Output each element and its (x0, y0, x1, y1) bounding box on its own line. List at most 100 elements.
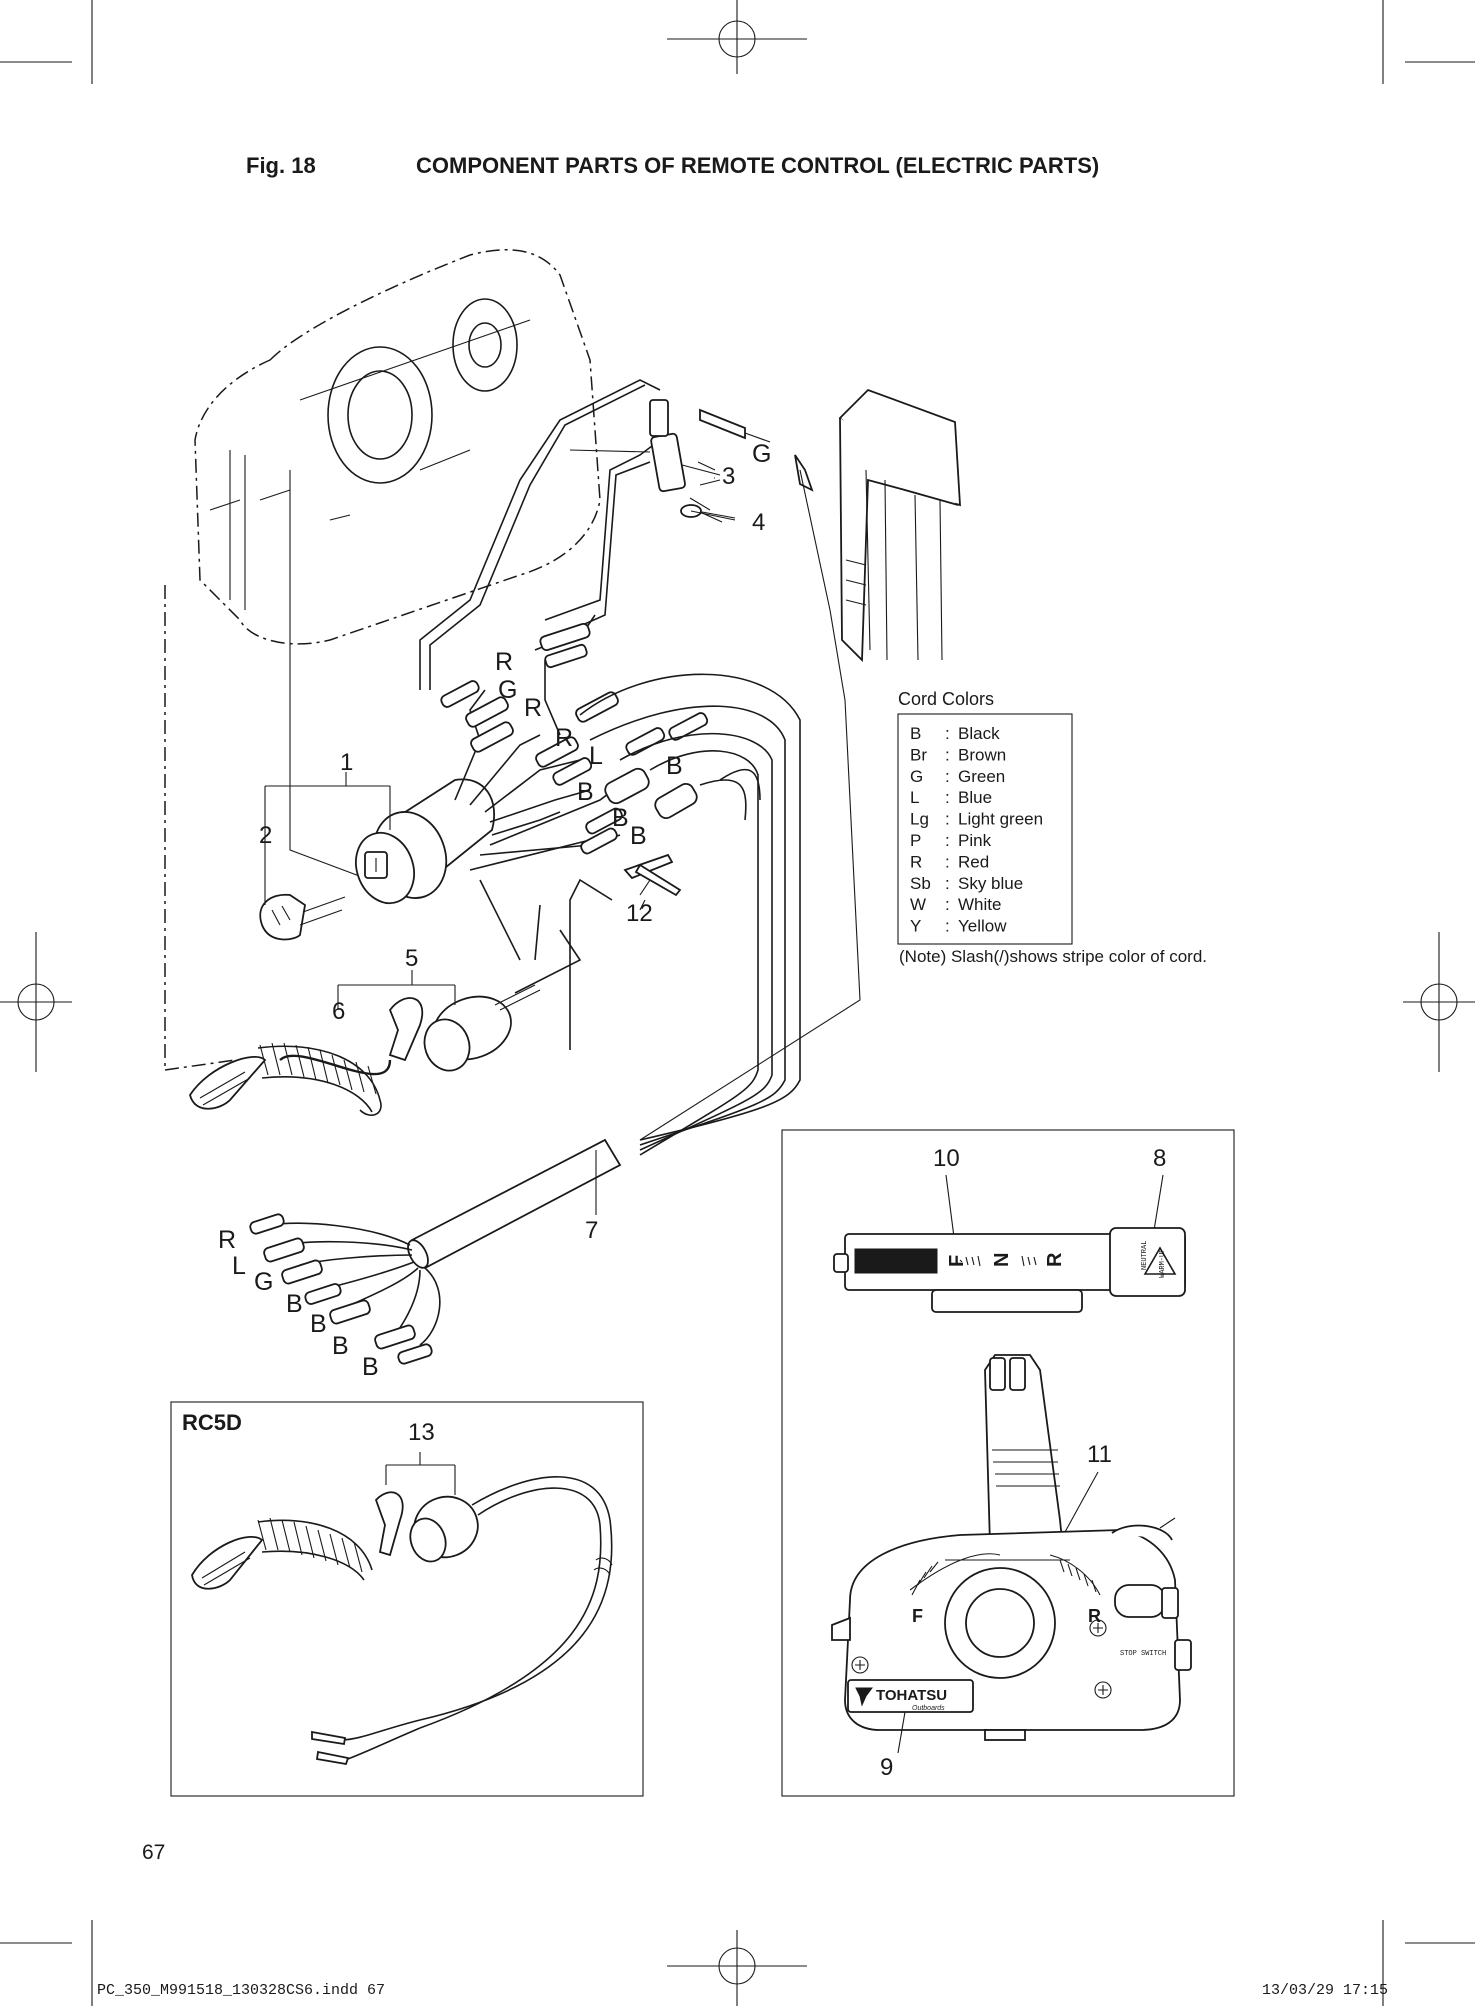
brand-sub: Outboards (912, 1705, 945, 1712)
switch-key (259, 893, 346, 941)
neutral-switch-assembly (419, 379, 861, 1141)
harness-connectors (249, 1213, 433, 1365)
wire-label: B (666, 752, 683, 780)
switch-wires (440, 660, 709, 1050)
harness-curves (579, 673, 801, 1156)
wire-label: B (630, 822, 647, 850)
inset-side-mount-frame (781, 1129, 1235, 1797)
leader-lines (264, 461, 736, 1215)
registration-mark-top (667, 0, 807, 74)
wire-label: B (286, 1290, 303, 1318)
wire-label: B (332, 1332, 349, 1360)
cord-color-color: Pink (958, 831, 992, 850)
cord-color-code: Lg (910, 810, 929, 829)
brand-name: TOHATSU (876, 1687, 947, 1704)
callout-12: 12 (626, 900, 653, 927)
callout-1: 1 (340, 749, 353, 776)
cord-colors-legend: Cord Colors B:BlackBr:BrownG:GreenL:Blue… (897, 689, 1207, 966)
callout-3: 3 (722, 463, 735, 490)
side-letter-f: F (912, 1606, 923, 1626)
remote-control-housing (164, 249, 601, 1071)
wire-label: B (362, 1353, 379, 1381)
callout-7: 7 (585, 1217, 598, 1244)
side-letter-r: R (1088, 1606, 1101, 1626)
cord-color-color: Yellow (958, 917, 1007, 936)
cord-color-color: White (958, 895, 1001, 914)
cord-color-code: G (910, 767, 923, 786)
gear-letter-f: F (946, 1255, 968, 1267)
engine-stop-switch (423, 929, 582, 1072)
cord-color-color: Blue (958, 788, 992, 807)
wire-label: R (495, 648, 513, 676)
cord-colors-title: Cord Colors (898, 689, 994, 709)
cord-color-sep: : (945, 724, 950, 743)
harness-sheath (269, 1138, 622, 1346)
neutral-label-1: NEUTRAL (1141, 1241, 1149, 1270)
cord-color-sep: : (945, 874, 950, 893)
footer-file: PC_350_M991518_130328CS6.indd 67 (97, 1982, 385, 1999)
lanyard-cord (189, 997, 424, 1116)
inset-rc5d-label: RC5D (182, 1410, 242, 1435)
wire-label: B (577, 778, 594, 806)
wire-label: G (254, 1268, 273, 1296)
registration-mark-bottom (667, 1930, 807, 2006)
wire-label: R (524, 694, 542, 722)
wire-label: L (589, 742, 603, 770)
cord-color-code: B (910, 724, 921, 743)
cord-color-code: Sb (910, 874, 931, 893)
cord-color-code: P (910, 831, 921, 850)
gear-letter-n: N (991, 1253, 1013, 1267)
callout-8: 8 (1153, 1145, 1166, 1172)
cable-tie (634, 863, 682, 897)
gear-letter-r: R (1044, 1252, 1066, 1267)
cord-color-code: L (910, 788, 919, 807)
figure-number: Fig. 18 (246, 153, 316, 178)
inset-side-mount: 10 8 F N R NEUTRAL WARM-UP (781, 1129, 1235, 1797)
cord-color-color: Green (958, 767, 1005, 786)
callout-2: 2 (259, 822, 272, 849)
wire-label: B (612, 804, 629, 832)
cord-color-sep: : (945, 810, 950, 829)
wire-label: G (498, 676, 517, 704)
cord-color-sep: : (945, 895, 950, 914)
cord-color-code: Y (910, 917, 921, 936)
stop-switch-label: STOP SWITCH (1120, 1650, 1166, 1658)
page-number: 67 (142, 1841, 165, 1864)
cord-colors-box (897, 713, 1073, 945)
cord-color-sep: : (945, 852, 950, 871)
callout-4: 4 (752, 509, 765, 536)
callout-11: 11 (1087, 1441, 1112, 1468)
wire-label: L (232, 1252, 246, 1280)
cord-color-code: W (910, 895, 926, 914)
registration-mark-left (0, 932, 72, 1072)
callout-9: 9 (880, 1754, 893, 1781)
indicator-plate: F N R NEUTRAL WARM-UP (833, 1227, 1186, 1313)
cord-color-sep: : (945, 767, 950, 786)
cord-color-sep: : (945, 745, 950, 764)
inset-rc5d: RC5D 13 (170, 1401, 644, 1797)
callout-10: 10 (933, 1145, 960, 1172)
cord-color-sep: : (945, 917, 950, 936)
cord-colors-note: (Note) Slash(/)shows stripe color of cor… (899, 947, 1207, 966)
wire-label: B (310, 1310, 327, 1338)
cord-color-color: Black (958, 724, 1000, 743)
cord-color-color: Light green (958, 810, 1043, 829)
figure-title: COMPONENT PARTS OF REMOTE CONTROL (ELECT… (416, 153, 1099, 178)
registration-mark-right (1403, 932, 1475, 1072)
cord-color-sep: : (945, 831, 950, 850)
cord-color-code: R (910, 852, 922, 871)
control-box: F R STOP SWITCH TOHATSU Outboards (831, 1354, 1192, 1741)
neutral-label-2: WARM-UP (1159, 1249, 1167, 1278)
wire-label: R (555, 724, 573, 752)
callout-5: 5 (405, 945, 418, 972)
callout-13: 13 (408, 1419, 435, 1446)
inset-rc5d-frame (170, 1401, 644, 1797)
main-switch (355, 778, 496, 905)
cord-color-color: Red (958, 852, 989, 871)
cord-color-color: Brown (958, 745, 1006, 764)
footer-datetime: 13/03/29 17:15 (1262, 1982, 1388, 1999)
wire-label: R (218, 1226, 236, 1254)
